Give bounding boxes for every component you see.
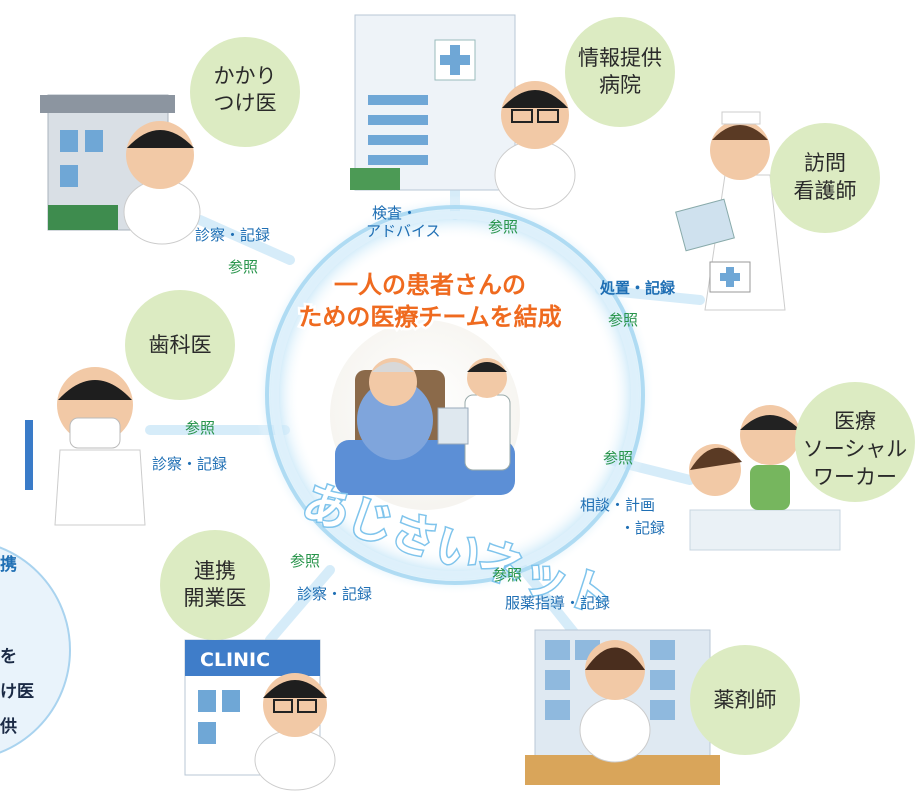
left-note-1: 携 (0, 554, 17, 575)
kakaritsuke-label-1: かかり (214, 64, 277, 88)
kakaritsuke-label-2: つけ医 (214, 91, 277, 115)
kakaritsuke-node: かかり つけ医 診察・記録 参照 (40, 37, 300, 276)
left-note-4: 供 (0, 716, 17, 737)
renkei-action: 診察・記録 (297, 585, 372, 603)
social-node: 医療 ソーシャル ワーカー 参照 相談・計画 ・記録 (580, 382, 915, 551)
yakuzai-action: 服薬指導・記録 (505, 594, 610, 612)
joho-label-2: 病院 (599, 73, 641, 97)
shika-label: 歯科医 (149, 333, 212, 357)
clinic-sign: CLINIC (200, 649, 270, 671)
homon-label-2: 看護師 (794, 179, 857, 203)
joho-badge (565, 17, 675, 127)
yakuzai-ref: 参照 (492, 566, 522, 584)
homon-ref: 参照 (608, 311, 638, 329)
social-label-1: 医療 (834, 409, 876, 433)
yakuzai-node: 薬剤師 参照 服薬指導・記録 (492, 566, 800, 785)
renkei-label-2: 開業医 (184, 586, 247, 610)
kakaritsuke-ref: 参照 (228, 258, 258, 276)
social-label-2: ソーシャル (803, 437, 908, 461)
renkei-ref: 参照 (290, 552, 320, 570)
homon-badge (770, 123, 880, 233)
patient-doctor-illustration (330, 320, 520, 510)
title-line-2: ための医療チームを結成 (298, 303, 561, 331)
shika-badge (125, 290, 235, 400)
joho-label-1: 情報提供 (578, 46, 662, 70)
social-badge (795, 382, 915, 502)
homon-label-1: 訪問 (804, 151, 846, 175)
kakaritsuke-action: 診察・記録 (195, 226, 270, 244)
shika-ref: 参照 (185, 419, 215, 437)
homon-action: 処置・記録 (599, 279, 676, 297)
yakuzai-badge (690, 645, 800, 755)
social-ref: 参照 (603, 449, 633, 467)
homon-node: 訪問 看護師 処置・記録 参照 (599, 111, 880, 329)
shika-action: 診察・記録 (152, 455, 227, 473)
shika-node: 歯科医 参照 診察・記録 (25, 290, 235, 526)
joho-action-1: 検査・ (372, 204, 417, 222)
social-label-3: ワーカー (813, 465, 897, 489)
title-line-1: 一人の患者さんの (334, 271, 526, 299)
kakaritsuke-badge (190, 37, 300, 147)
renkei-node: CLINIC 連携 開業医 参照 診察・記録 (160, 530, 372, 791)
renkei-badge (160, 530, 270, 640)
yakuzai-label: 薬剤師 (714, 688, 777, 712)
joho-ref: 参照 (488, 218, 518, 236)
social-action-2: ・記録 (620, 519, 665, 537)
joho-action-2: アドバイス (366, 222, 441, 240)
diagram-title: 一人の患者さんの ための医療チームを結成 (296, 269, 564, 334)
joho-node: 情報提供 病院 検査・ アドバイス 参照 (350, 14, 675, 240)
social-action-1: 相談・計画 (580, 496, 655, 514)
left-note-2: を (0, 647, 17, 667)
left-info-bubble: 携 を け医 供 (0, 546, 71, 754)
left-note-3: け医 (0, 682, 34, 702)
renkei-label-1: 連携 (194, 559, 236, 583)
